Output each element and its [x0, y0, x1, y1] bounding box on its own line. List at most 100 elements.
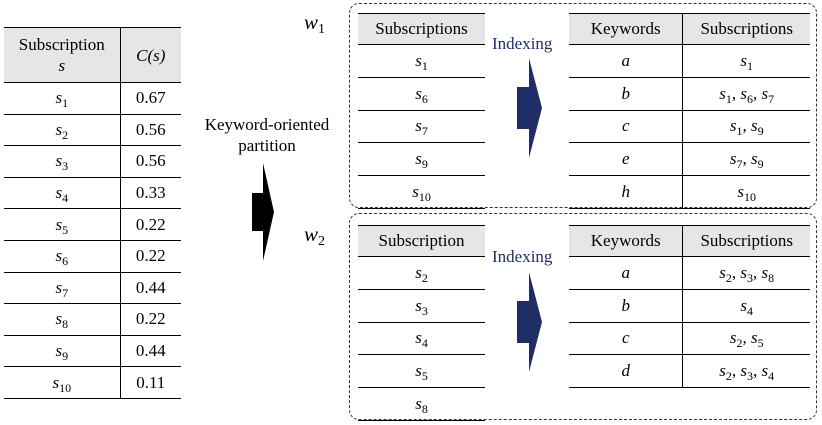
- subscription-symbol: s2: [729, 328, 743, 351]
- cost-table-header-subscription: Subscription s: [4, 27, 121, 83]
- group-box-w2: [349, 213, 817, 420]
- subscription-list-row: s7: [358, 110, 485, 144]
- posting-list-cell: s2, s3, s4: [682, 354, 810, 389]
- subscription-cell: s2: [4, 114, 121, 146]
- subscription-list-row: s9: [358, 142, 485, 177]
- subscription-cell: s10: [358, 175, 485, 209]
- subscription-symbol: s6: [740, 83, 754, 106]
- posting-list-cell: s1: [682, 44, 810, 78]
- subscription-symbol: s7: [729, 149, 743, 172]
- subscription-symbol: s1: [415, 50, 428, 73]
- subscription-cell: s4: [4, 177, 121, 209]
- subscription-list-row: s4: [358, 322, 485, 356]
- keyword-cell: c: [569, 110, 684, 144]
- subscription-cell: s7: [4, 272, 121, 304]
- keyword-cell: b: [569, 77, 684, 111]
- subscription-list-row: s2: [358, 256, 485, 290]
- cost-cell: 0.22: [135, 214, 166, 234]
- cost-cell: 0.44: [135, 277, 166, 297]
- subscription-symbol: s1: [719, 83, 732, 106]
- subscription-symbol: s2: [415, 262, 428, 285]
- subscription-list-row: s10: [358, 175, 485, 209]
- subscription-list-header: Subscription: [358, 225, 485, 257]
- cost-table-row: s1 0.67: [4, 82, 181, 115]
- subscription-symbol: s2: [55, 119, 69, 142]
- cost-cell: 0.67: [135, 88, 166, 108]
- keyword-cell: c: [569, 322, 684, 356]
- subscription-list-row: s6: [358, 77, 485, 111]
- subscription-symbol: s7: [55, 277, 69, 300]
- subscription-list-row: s5: [358, 354, 485, 389]
- cost-cell: 0.56: [135, 119, 166, 139]
- subscription-cell: s8: [4, 303, 121, 336]
- subscription-symbol: s9: [750, 116, 764, 139]
- subscription-symbol: s5: [750, 328, 764, 351]
- subscription-symbol: s1: [55, 88, 69, 111]
- cost-cell: 0.33: [135, 183, 166, 203]
- subscription-symbol: s3: [740, 262, 754, 285]
- index-header-subscriptions: Subscriptions: [682, 225, 810, 257]
- cost-table-row: s7 0.44: [4, 272, 181, 304]
- cost-cell: 0.11: [136, 372, 166, 392]
- subscription-symbol: s6: [55, 246, 69, 269]
- posting-list-cell: s7, s9: [682, 142, 810, 177]
- index-table-row: h s10: [569, 175, 810, 209]
- subscription-cell: s6: [4, 240, 121, 273]
- subscription-symbol: s7: [761, 83, 775, 106]
- subscription-symbol: s4: [55, 183, 69, 206]
- indexing-arrow-icon: [517, 272, 542, 372]
- cost-cell: 0.22: [135, 246, 166, 266]
- subscription-symbol: s5: [415, 361, 428, 384]
- cost-table-header-cost: C(s): [120, 27, 181, 83]
- subscription-cell: s5: [358, 354, 485, 389]
- index-header-keywords: Keywords: [569, 225, 684, 257]
- partition-label: Keyword-oriented partition: [204, 115, 330, 155]
- cost-table-row: s2 0.56: [4, 114, 181, 146]
- keyword-cell: a: [569, 256, 684, 290]
- posting-list-cell: s2, s3, s8: [682, 256, 810, 290]
- subscription-symbol: s10: [737, 182, 757, 205]
- cost-table-row: s6 0.22: [4, 240, 181, 273]
- subscription-symbol: s7: [415, 116, 428, 139]
- subscription-cell: s10: [4, 366, 121, 399]
- subscription-symbol: s4: [415, 328, 428, 351]
- partition-arrow-icon: [252, 163, 274, 261]
- posting-list-cell: s2, s5: [682, 322, 810, 356]
- indexing-label-w2: Indexing: [492, 247, 553, 266]
- cost-cell: 0.56: [135, 151, 166, 171]
- keyword-cell: a: [569, 44, 684, 78]
- subscription-symbol: s4: [740, 295, 754, 318]
- subscription-cell: s4: [358, 322, 485, 356]
- subscription-cell: s9: [4, 335, 121, 367]
- keyword-cell: h: [569, 175, 684, 209]
- index-header-keywords: Keywords: [569, 13, 684, 45]
- subscription-symbol: s10: [412, 182, 431, 205]
- subscription-symbol: s8: [415, 394, 428, 417]
- keyword-cell: e: [569, 142, 684, 177]
- group-label-w1: w1: [304, 10, 326, 37]
- subscription-symbol: s4: [761, 361, 775, 384]
- subscription-cell: s5: [4, 208, 121, 241]
- subscription-symbol: s9: [750, 149, 764, 172]
- subscription-symbol: s2: [719, 262, 732, 285]
- posting-list-cell: s1, s9: [682, 110, 810, 144]
- cost-table-row: s5 0.22: [4, 208, 181, 241]
- subscription-cell: s9: [358, 142, 485, 177]
- keyword-cell: b: [569, 289, 684, 323]
- subscription-symbol: s3: [740, 361, 754, 384]
- subscription-symbol: s8: [761, 262, 775, 285]
- subscription-symbol: s6: [415, 83, 428, 106]
- subscription-symbol: s1: [729, 116, 743, 139]
- subscription-cell: s1: [358, 44, 485, 78]
